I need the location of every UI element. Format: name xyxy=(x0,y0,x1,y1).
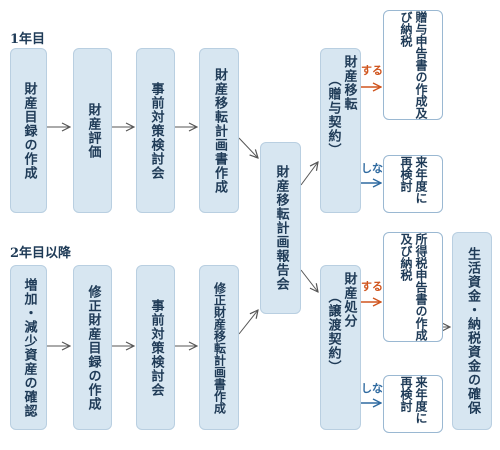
box-pre-meeting-2: 事前対策検討会 xyxy=(136,265,175,430)
box-asset-disposal-sale: 財産処分 （譲渡契約） xyxy=(320,265,361,430)
gift-yes-label: する xyxy=(361,64,383,77)
box-gift-tax-filing: 贈与申告書の作成及び納税 xyxy=(383,10,443,120)
arrow-center-sale xyxy=(300,269,318,292)
box-asset-transfer-gift-sub: （贈与契約） xyxy=(325,73,341,157)
box-revised-inventory-label: 修正財産目録の作成 xyxy=(85,284,101,411)
box-asset-disposal-sale-sub: （譲渡契約） xyxy=(325,290,341,374)
box-asset-change-check-label: 増加・減少資産の確認 xyxy=(21,277,37,418)
sale-no-result: 来年度に再検討 xyxy=(399,376,428,424)
box-income-tax-filing: 所得税申告書の作成及び納税 xyxy=(383,232,443,342)
box-asset-transfer-gift: 財産移転 （贈与契約） xyxy=(320,48,361,213)
box-asset-valuation: 財産評価 xyxy=(73,48,112,213)
box-plan-report-meeting: 財産移転計画報告会 xyxy=(260,142,301,314)
box-gift-reconsider: 来年度に再検討 xyxy=(383,155,443,213)
box-living-tax-funds-label: 生活資金・納税資金の確保 xyxy=(465,247,480,415)
arrow-r1-4 xyxy=(238,137,258,158)
sale-yes-result: 所得税申告書の作成及び納税 xyxy=(399,233,428,341)
box-asset-change-check: 増加・減少資産の確認 xyxy=(10,265,47,430)
box-asset-disposal-sale-main: 財産処分 xyxy=(341,272,357,328)
section-title-year2: 2年目以降 xyxy=(10,246,72,261)
box-asset-valuation-label: 財産評価 xyxy=(85,102,101,159)
box-asset-transfer-gift-main: 財産移転 xyxy=(341,55,357,111)
box-pre-meeting-label: 事前対策検討会 xyxy=(148,81,164,180)
box-revised-transfer-plan-label: 修正財産移転計画書作成 xyxy=(212,281,227,414)
box-asset-inventory: 財産目録の作成 xyxy=(10,48,47,213)
box-transfer-plan-label: 財産移転計画書作成 xyxy=(212,67,227,194)
box-plan-report-meeting-label: 財産移転計画報告会 xyxy=(273,165,289,291)
section-title-year1: 1年目 xyxy=(10,32,46,47)
arrow-center-gift xyxy=(300,162,318,186)
box-revised-transfer-plan: 修正財産移転計画書作成 xyxy=(199,265,239,430)
box-revised-inventory: 修正財産目録の作成 xyxy=(73,265,112,430)
box-living-tax-funds: 生活資金・納税資金の確保 xyxy=(452,232,492,430)
box-asset-inventory-label: 財産目録の作成 xyxy=(21,81,37,180)
box-pre-meeting-2-label: 事前対策検討会 xyxy=(148,298,164,397)
box-sale-reconsider: 来年度に再検討 xyxy=(383,375,443,433)
box-transfer-plan: 財産移転計画書作成 xyxy=(199,48,239,213)
box-pre-meeting: 事前対策検討会 xyxy=(136,48,175,213)
gift-yes-result: 贈与申告書の作成及び納税 xyxy=(399,11,428,119)
arrow-r2-4 xyxy=(238,310,258,335)
sale-yes-label: する xyxy=(361,280,383,293)
gift-no-result: 来年度に再検討 xyxy=(399,156,428,204)
